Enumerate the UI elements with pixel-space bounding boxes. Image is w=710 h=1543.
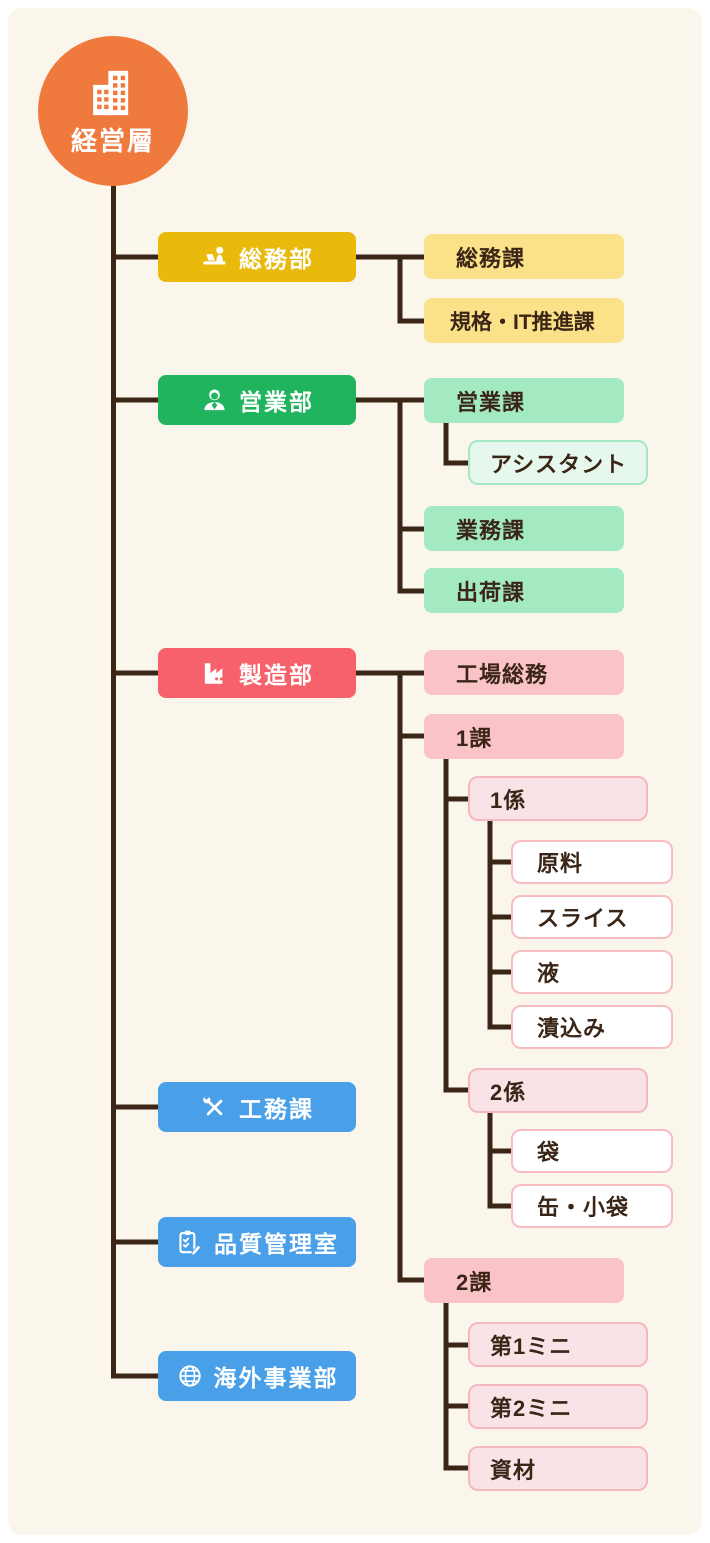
dept-eigyo: 営業部	[158, 375, 356, 425]
node-soumuka-label: 総務課	[456, 245, 526, 271]
node-kojo-somu-label: 工場総務	[456, 661, 549, 687]
node-genryo-label: 原料	[537, 851, 584, 876]
dept-soumu-label: 総務部	[239, 246, 314, 272]
node-assistant: アシスタント	[468, 440, 648, 485]
node-tsukekomi-label: 漬込み	[537, 1016, 607, 1041]
node-kojo-somu: 工場総務	[424, 650, 624, 695]
dept-komuka: 工務課	[158, 1082, 356, 1132]
node-kakari1: 1係	[468, 776, 648, 821]
node-eigyoka: 営業課	[424, 378, 624, 423]
dept-seizo-label: 製造部	[239, 662, 314, 688]
node-ka1: 1課	[424, 714, 624, 759]
node-fukuro-label: 袋	[537, 1140, 561, 1165]
node-kikaku-it: 規格・IT推進課	[424, 298, 624, 343]
node-shukkaka-label: 出荷課	[456, 579, 526, 605]
node-mini2-label: 第2ミニ	[490, 1395, 573, 1421]
node-ka2-label: 2課	[456, 1269, 493, 1295]
globe-icon	[176, 1362, 204, 1390]
node-assistant-label: アシスタント	[490, 451, 628, 477]
crossed-tools-icon	[200, 1093, 229, 1122]
dept-kaigai: 海外事業部	[158, 1351, 356, 1401]
node-fukuro: 袋	[511, 1129, 673, 1173]
node-kikaku-it-label: 規格・IT推進課	[450, 310, 595, 334]
node-slice: スライス	[511, 895, 673, 939]
reception-desk-icon	[200, 243, 229, 272]
dept-hinshitsu-kanri-label: 品質管理室	[214, 1231, 339, 1257]
dept-hinshitsu-kanri: 品質管理室	[158, 1217, 356, 1267]
node-kan-kobukuro: 缶・小袋	[511, 1184, 673, 1228]
node-kakari1-label: 1係	[490, 787, 527, 813]
factory-icon	[200, 659, 229, 688]
node-mini1-label: 第1ミニ	[490, 1333, 573, 1359]
dept-soumu: 総務部	[158, 232, 356, 282]
node-kan-kobukuro-label: 缶・小袋	[537, 1195, 630, 1220]
node-soumuka: 総務課	[424, 234, 624, 279]
dept-eigyo-label: 営業部	[239, 389, 314, 415]
node-shizai: 資材	[468, 1446, 648, 1491]
businessperson-icon	[200, 386, 229, 415]
dept-seizo: 製造部	[158, 648, 356, 698]
node-tsukekomi: 漬込み	[511, 1005, 673, 1049]
node-eki: 液	[511, 950, 673, 994]
node-shizai-label: 資材	[490, 1457, 537, 1483]
node-ka2: 2課	[424, 1258, 624, 1303]
node-kakari2-label: 2係	[490, 1079, 527, 1105]
node-eki-label: 液	[537, 961, 561, 986]
node-shukkaka: 出荷課	[424, 568, 624, 613]
node-mini1: 第1ミニ	[468, 1322, 648, 1367]
node-mini2: 第2ミニ	[468, 1384, 648, 1429]
node-gyomuka: 業務課	[424, 506, 624, 551]
node-eigyoka-label: 営業課	[456, 389, 526, 415]
dept-komuka-label: 工務課	[239, 1096, 314, 1122]
dept-kaigai-label: 海外事業部	[213, 1365, 339, 1391]
node-management-label: 経営層	[70, 125, 155, 156]
clipboard-check-icon	[175, 1228, 204, 1257]
node-slice-label: スライス	[537, 906, 629, 931]
node-management: 経営層	[38, 36, 188, 186]
node-gyomuka-label: 業務課	[456, 517, 526, 543]
building-icon	[85, 65, 141, 121]
node-ka1-label: 1課	[456, 725, 493, 751]
node-genryo: 原料	[511, 840, 673, 884]
node-kakari2: 2係	[468, 1068, 648, 1113]
